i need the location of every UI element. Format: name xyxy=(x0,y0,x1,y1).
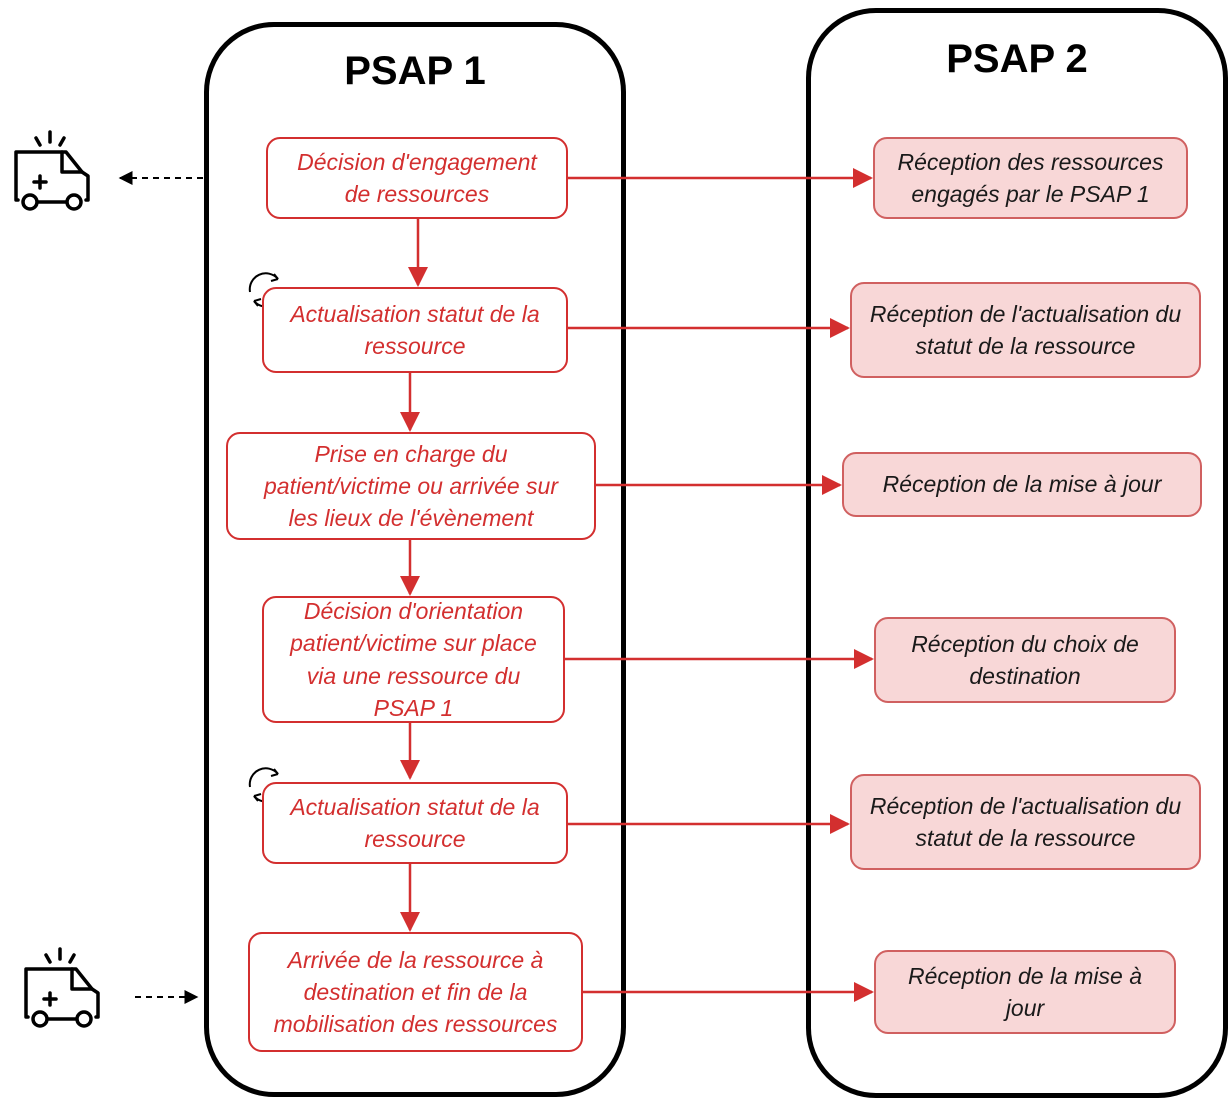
process-decision-engagement: Décision d'engagement de ressources xyxy=(266,137,568,219)
process-label: Actualisation statut de la ressource xyxy=(290,300,540,359)
process-actualisation-statut-1: Actualisation statut de la ressource xyxy=(262,287,568,373)
process-label: Actualisation statut de la ressource xyxy=(290,793,540,852)
reception-label: Réception du choix de destination xyxy=(911,630,1139,689)
process-decision-orientation: Décision d'orientation patient/victime s… xyxy=(262,596,565,723)
process-arrivee-destination: Arrivée de la ressource à destination et… xyxy=(248,932,583,1052)
reception-actualisation-statut-2: Réception de l'actualisation du statut d… xyxy=(850,774,1201,870)
ambulance-icon xyxy=(24,947,100,1028)
reception-label: Réception de la mise à jour xyxy=(882,471,1162,498)
reception-label: Réception de l'actualisation du statut d… xyxy=(869,792,1182,851)
reception-label: Réception de l'actualisation du statut d… xyxy=(869,300,1182,359)
reception-label: Réception de la mise à jour xyxy=(908,962,1142,1021)
reception-ressources-engages: Réception des ressources engagés par le … xyxy=(873,137,1188,219)
process-label: Prise en charge du patient/victime ou ar… xyxy=(263,440,558,532)
reception-mise-a-jour-2: Réception de la mise à jour xyxy=(874,950,1176,1034)
reception-mise-a-jour-1: Réception de la mise à jour xyxy=(842,452,1202,517)
reception-actualisation-statut-1: Réception de l'actualisation du statut d… xyxy=(850,282,1201,378)
process-prise-en-charge: Prise en charge du patient/victime ou ar… xyxy=(226,432,596,540)
process-label: Décision d'engagement de ressources xyxy=(297,148,537,207)
process-label: Décision d'orientation patient/victime s… xyxy=(290,598,537,721)
lane-title-psap-2: PSAP 2 xyxy=(946,37,1088,81)
ambulance-icon xyxy=(14,130,90,211)
process-label: Arrivée de la ressource à destination et… xyxy=(273,946,558,1038)
reception-choix-destination: Réception du choix de destination xyxy=(874,617,1176,703)
process-actualisation-statut-2: Actualisation statut de la ressource xyxy=(262,782,568,864)
reception-label: Réception des ressources engagés par le … xyxy=(897,148,1164,207)
lane-title-psap-1: PSAP 1 xyxy=(344,49,486,93)
